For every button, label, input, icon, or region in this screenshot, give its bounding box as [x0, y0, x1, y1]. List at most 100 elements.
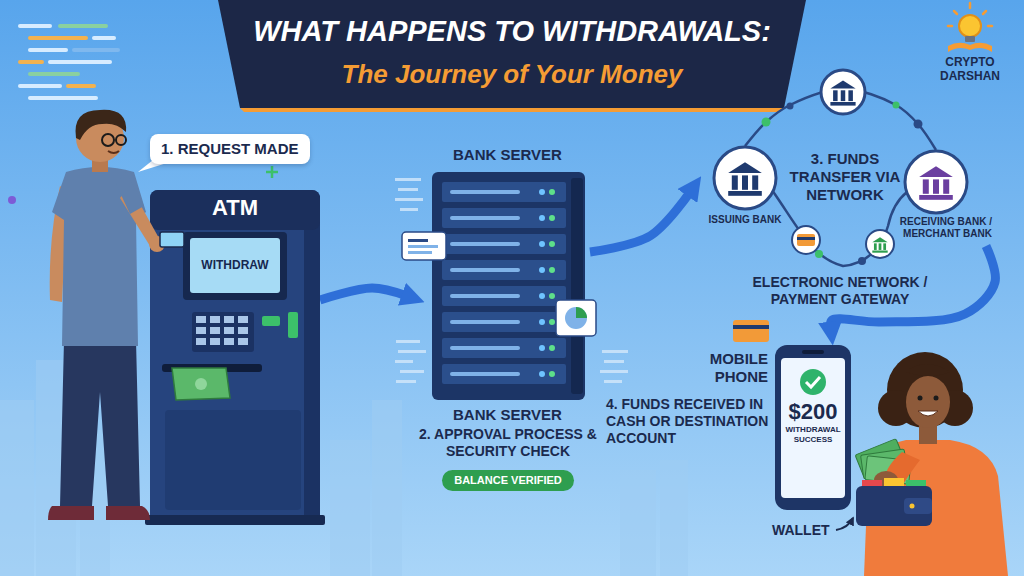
person-figure [116, 135, 126, 145]
server-rack [539, 293, 545, 299]
mobile-phone [800, 369, 826, 395]
person-figure [48, 506, 94, 520]
bank-network [797, 237, 815, 240]
title-banner [240, 108, 784, 112]
city-skyline [0, 400, 34, 576]
bank-circle: ISSUING BANK [703, 146, 787, 228]
server-rack [402, 172, 596, 400]
brand-logo [948, 43, 992, 52]
bank-network [797, 234, 815, 246]
server-rack [408, 251, 432, 254]
code-decoration [8, 196, 16, 204]
atm-machine [195, 378, 207, 390]
atm-machine [145, 190, 325, 525]
code-decoration [398, 350, 426, 353]
server-rack [442, 208, 566, 228]
code-decoration [398, 188, 418, 191]
bank-network [714, 147, 776, 209]
server-rack [556, 300, 596, 336]
person-figure [52, 167, 146, 346]
atm-machine [172, 368, 230, 400]
server-rack [571, 178, 583, 394]
woman-figure [855, 352, 1008, 576]
atm-machine [150, 190, 320, 525]
step-label: 2. APPROVAL PROCESS & SECURITY CHECK [413, 426, 603, 460]
person-figure [60, 340, 140, 506]
server-rack [442, 312, 566, 332]
brand-name: CRYPTO DARSHAN [928, 55, 1012, 83]
code-decoration [66, 84, 96, 88]
title-banner [218, 0, 806, 108]
code-decoration [400, 208, 418, 211]
server-rack [442, 182, 566, 384]
part-name: BANK SERVER [425, 406, 590, 424]
amount: $200 [781, 399, 845, 425]
part-name: BANK SERVER [425, 146, 590, 164]
atm-machine [150, 190, 320, 230]
server-rack: BANK SERVER [425, 142, 590, 404]
code-decoration [600, 370, 628, 373]
step-label: 1. REQUEST MADE [161, 140, 299, 158]
mobile-phone [775, 345, 851, 510]
bank-network [914, 120, 923, 129]
person-figure [160, 232, 184, 247]
code-decoration [28, 48, 68, 52]
atm-machine [304, 196, 320, 521]
code-decoration [92, 36, 116, 40]
screen-text: WITHDRAW [201, 258, 268, 272]
server-rack [432, 172, 585, 400]
server-rack [450, 294, 520, 298]
atm-machine [210, 338, 220, 345]
code-decoration [28, 72, 80, 76]
bank-network [858, 257, 866, 265]
status-text: WITHDRAWAL SUCCESS [781, 425, 845, 444]
woman-figure [918, 411, 938, 416]
bank-network [866, 230, 894, 258]
woman-figure [906, 364, 950, 376]
server-rack [539, 241, 545, 247]
atm-machine [196, 338, 206, 345]
city-skyline [620, 470, 656, 576]
atm-machine [192, 312, 254, 352]
subtitle: The Journey of Your Money [222, 58, 802, 90]
server-rack [549, 215, 555, 221]
code-decoration [604, 380, 622, 383]
server-rack [450, 216, 520, 220]
bank-network [872, 237, 887, 252]
bank-circle: RECEIVING BANK / MERCHANT BANK [876, 150, 996, 246]
server-rack [549, 267, 555, 273]
atm-machine [183, 232, 287, 300]
server-rack [442, 260, 566, 280]
atm-machine [196, 316, 206, 323]
status-text: BALANCE VERIFIED [454, 474, 562, 487]
mobile-phone [802, 350, 824, 354]
server-rack [450, 242, 520, 246]
flow-arrow [590, 192, 690, 252]
leader-line [836, 518, 853, 530]
brand-logo [969, 3, 972, 8]
server-rack [549, 241, 555, 247]
server-rack [442, 234, 566, 254]
server-rack [549, 293, 555, 299]
code-decoration [395, 178, 421, 181]
server-rack [408, 245, 438, 248]
step-label: 3. FUNDS TRANSFER VIA NETWORK [783, 150, 907, 204]
bank-network [792, 226, 820, 254]
server-rack [442, 364, 566, 384]
code-decoration [602, 350, 628, 353]
atm-machine [145, 515, 325, 525]
bank-network [762, 118, 771, 127]
machine-name: ATM [150, 195, 320, 221]
person-figure [116, 172, 144, 214]
flow-arrow [320, 288, 406, 300]
title-text: WHAT HAPPENS TO WITHDRAWALS: [222, 14, 802, 48]
part-name: MOBILE PHONE [690, 350, 768, 386]
server-rack [549, 189, 555, 195]
atm-machine [238, 327, 248, 334]
bank-network [821, 70, 865, 114]
brand-logo [983, 11, 986, 14]
atm-machine [196, 327, 206, 334]
mobile-phone [775, 345, 851, 510]
